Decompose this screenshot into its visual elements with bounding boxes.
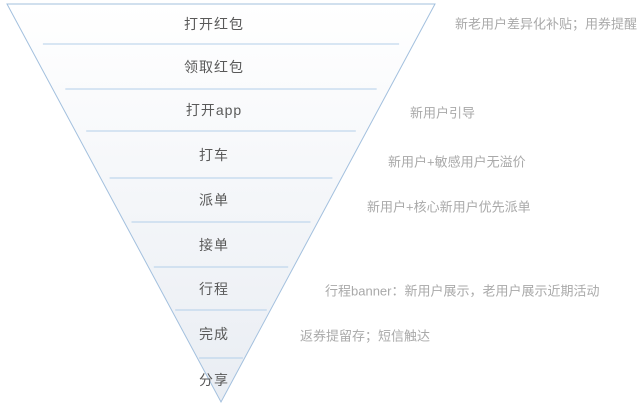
annotation: 新用户+核心新用户优先派单 bbox=[367, 199, 531, 215]
funnel-level-label: 派单 bbox=[199, 192, 229, 208]
funnel-triangle bbox=[6, 3, 436, 404]
funnel-level-label: 打开红包 bbox=[184, 16, 244, 32]
annotation: 行程banner：新用户展示，老用户展示近期活动 bbox=[325, 283, 600, 299]
funnel-level-label: 打开app bbox=[185, 102, 243, 118]
annotation: 新用户+敏感用户无溢价 bbox=[388, 154, 526, 170]
funnel-level-label: 分享 bbox=[199, 372, 229, 388]
funnel-level-label: 接单 bbox=[199, 236, 229, 253]
funnel-level-label: 领取红包 bbox=[184, 58, 244, 75]
funnel-level-label: 行程 bbox=[199, 280, 229, 297]
annotation: 新用户引导 bbox=[410, 105, 476, 121]
annotation: 返券提留存；短信触达 bbox=[300, 328, 431, 344]
annotation: 新老用户差异化补贴；用券提醒 bbox=[455, 16, 638, 32]
funnel-level-label: 打车 bbox=[199, 146, 229, 163]
funnel-level-label: 完成 bbox=[199, 326, 229, 342]
